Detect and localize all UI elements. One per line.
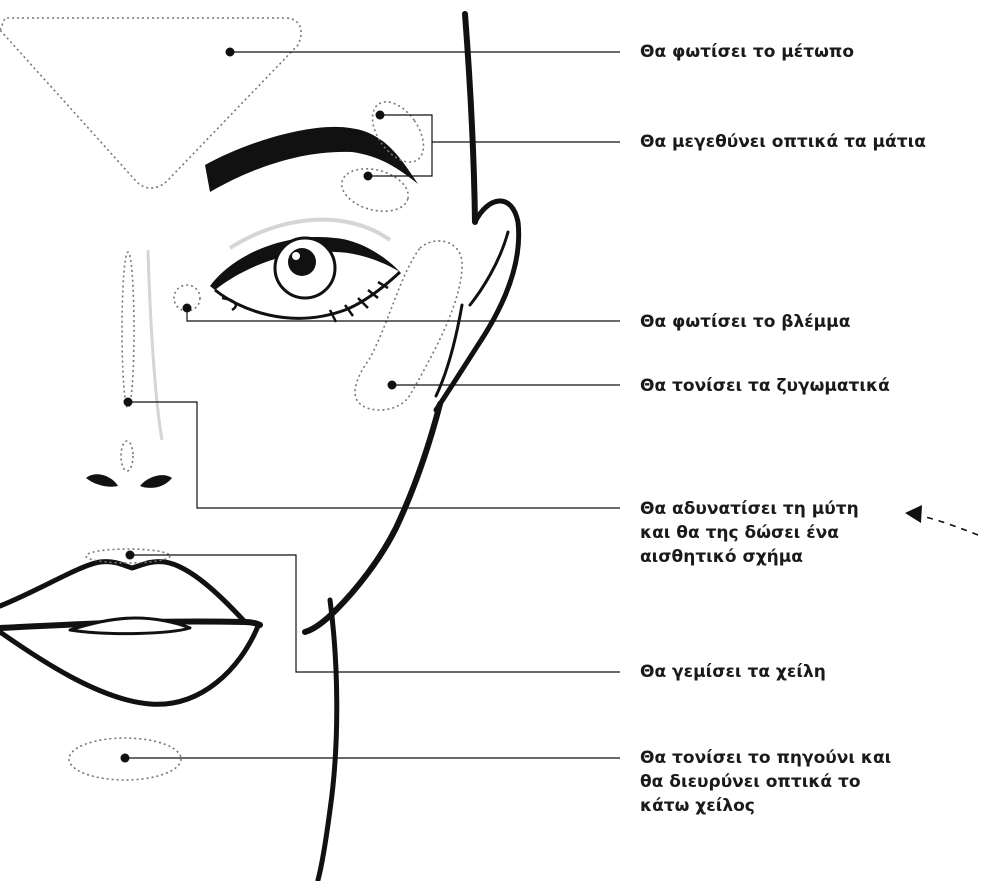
label-forehead: Θα φωτίσει το μέτωπο — [640, 40, 854, 64]
eye — [210, 237, 400, 322]
label-chin-line-2: θα διευρύνει οπτικά το — [640, 770, 891, 794]
dot-inner-eye — [183, 304, 192, 313]
label-cheekbones: Θα τονίσει τα ζυγωματικά — [640, 374, 890, 398]
label-nose: Θα αδυνατίσει τη μύτη και θα της δώσει έ… — [640, 497, 859, 569]
dot-nose — [124, 398, 133, 407]
label-chin: Θα τονίσει το πηγούνι και θα διευρύνει ο… — [640, 746, 891, 818]
dot-brow-bone — [376, 111, 385, 120]
dot-forehead — [226, 48, 235, 57]
label-nose-line-2: και θα της δώσει ένα — [640, 521, 859, 545]
label-eyes: Θα μεγεθύνει οπτικά τα μάτια — [640, 130, 926, 154]
leader-lines — [125, 52, 620, 758]
label-chin-line-3: κάτω χείλος — [640, 794, 891, 818]
label-chin-line-1: Θα τονίσει το πηγούνι και — [640, 746, 891, 770]
lips — [0, 562, 260, 705]
label-nose-line-3: αισθητικό σχήμα — [640, 545, 859, 569]
label-nose-line-1: Θα αδυνατίσει τη μύτη — [640, 497, 859, 521]
dot-cheekbone — [388, 381, 397, 390]
zone-nose-bridge — [122, 252, 134, 408]
dot-chin — [121, 754, 130, 763]
label-gaze: Θα φωτίσει το βλέμμα — [640, 310, 850, 334]
dashed-arrow — [905, 505, 978, 535]
zone-nose-tip — [121, 441, 133, 471]
eyebrow — [205, 127, 418, 192]
nose — [86, 250, 172, 488]
arrow-head-icon — [905, 505, 922, 523]
label-lips: Θα γεμίσει τα χείλη — [640, 660, 826, 684]
dot-lips — [126, 551, 135, 560]
dot-under-brow — [364, 172, 373, 181]
